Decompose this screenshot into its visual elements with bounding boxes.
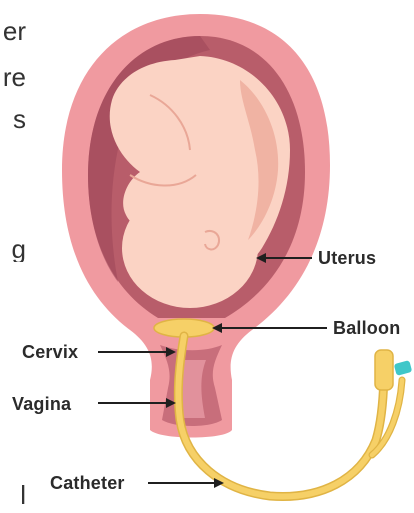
label-vagina: Vagina	[12, 395, 71, 413]
fetus-head	[122, 188, 258, 308]
catheter-connector	[375, 350, 393, 390]
catheter-tip	[394, 360, 413, 376]
label-catheter: Catheter	[50, 474, 125, 492]
label-cervix: Cervix	[22, 343, 78, 361]
label-uterus: Uterus	[318, 249, 376, 267]
label-balloon: Balloon	[333, 319, 400, 337]
